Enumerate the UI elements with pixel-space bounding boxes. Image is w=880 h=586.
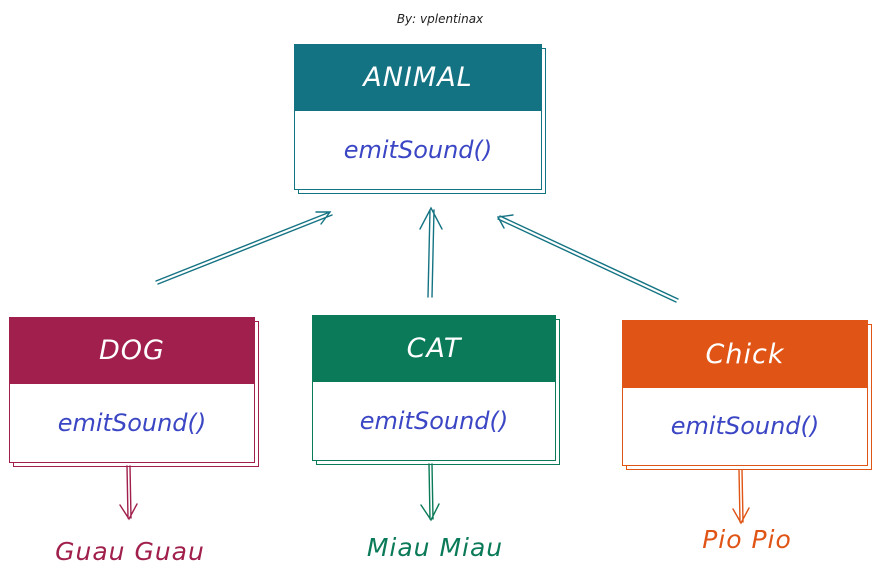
cat-class-title: CAT (313, 316, 555, 381)
dog-sound-label: Guau Guau (55, 537, 205, 566)
parent-class-method: emitSound() (295, 110, 541, 188)
arrow-cat-sound (420, 463, 440, 522)
cat-class-box: CAT emitSound() (312, 315, 556, 461)
dog-class-title: DOG (10, 318, 254, 383)
chick-class-box: Chick emitSound() (622, 320, 868, 466)
dog-class-box: DOG emitSound() (9, 317, 255, 463)
arrow-dog-to-animal (155, 211, 333, 285)
chick-sound-label: Pio Pio (702, 525, 792, 554)
cat-class-method: emitSound() (313, 381, 555, 459)
author-credit: By: vplentinax (396, 12, 484, 26)
arrow-chick-sound (732, 469, 750, 525)
arrow-dog-sound (119, 465, 138, 521)
chick-class-method: emitSound() (623, 387, 867, 464)
arrow-chick-to-animal (496, 214, 679, 303)
cat-sound-label: Miau Miau (366, 533, 504, 562)
dog-class-method: emitSound() (10, 383, 254, 461)
chick-class-title: Chick (623, 321, 867, 387)
parent-class-box: ANIMAL emitSound() (294, 44, 542, 190)
arrow-cat-to-animal (419, 206, 443, 298)
parent-class-title: ANIMAL (295, 45, 541, 110)
